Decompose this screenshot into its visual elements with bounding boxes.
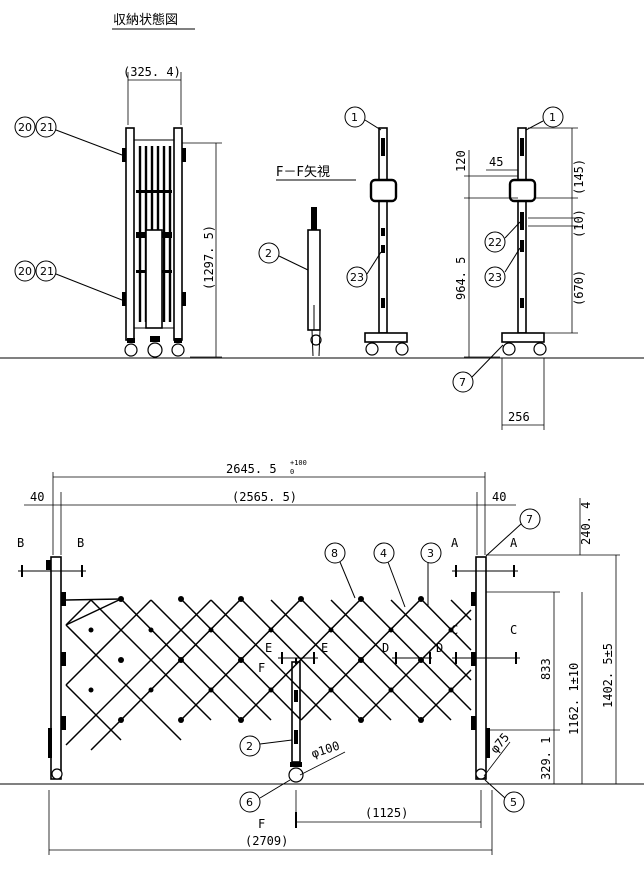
dim-1125: (1125) [365,806,408,820]
title-stowed-state: 収納状態図 [113,12,178,28]
dim-2645: 2645. 5 [226,462,277,476]
section-f-bottom: F [258,817,265,831]
dim-2645-tol-lower: 0 [290,468,294,476]
balloon-20-lower: 20 [18,265,32,278]
dim-2565: (2565. 5) [232,490,297,504]
dim-1162: 1162. 1±10 [567,663,581,735]
section-d-right: D [436,641,443,655]
section-c-left: C [451,623,458,637]
balloon-2-top: 2 [265,247,272,260]
section-f-top: F [258,661,265,675]
dim-phi75: φ75 [488,730,513,756]
balloon-2-bottom: 2 [246,740,253,753]
lattice-pivots [88,596,454,723]
dim-phi100: φ100 [310,739,342,761]
dim-329: 329. 1 [539,737,553,780]
dim-964: 964. 5 [454,257,468,300]
balloon-1-right: 1 [549,111,556,124]
balloon-6: 6 [246,796,253,809]
section-e-left: E [265,641,272,655]
dim-10: (10) [572,209,586,238]
dim-833: 833 [539,658,553,680]
dim-45: 45 [489,155,503,169]
balloon-5: 5 [510,796,517,809]
dim-325: (325. 4) [123,65,181,79]
balloon-3: 3 [427,547,434,560]
dim-120: 120 [454,150,468,172]
balloon-21-upper: 21 [40,121,54,134]
section-f-view: F－F矢視 2 [258,165,356,357]
dim-1297: (1297. 5) [202,225,216,290]
section-d-left: D [382,641,389,655]
dim-1402: 1402. 5±5 [601,643,615,708]
side-view-right: 120 964. 5 45 (145) (10) (670) 256 1 22 … [452,106,586,430]
balloon-21-lower: 21 [40,265,54,278]
balloon-23-left: 23 [350,271,364,284]
section-b-left: B [17,536,24,550]
extended-front-view: 2645. 5 +100 0 (2565. 5) 40 40 [17,459,620,855]
balloon-23-right: 23 [488,271,502,284]
balloon-7-top: 7 [459,376,466,389]
dim-2709: (2709) [245,834,288,848]
balloon-8: 8 [331,547,338,560]
balloon-22: 22 [488,236,502,249]
folded-front-view: (325. 4) (1297. 5) [14,65,222,358]
dim-40-right: 40 [492,490,506,504]
balloon-4: 4 [380,547,387,560]
dim-40-left: 40 [30,490,44,504]
section-e-right: E [321,641,328,655]
section-c-right: C [510,623,517,637]
side-view-left: 1 23 [344,106,409,356]
balloon-1-left: 1 [351,111,358,124]
dim-2645-tol-upper: +100 [290,459,307,467]
balloon-7-bottom: 7 [526,513,533,526]
dim-145: (145) [572,159,586,195]
section-label: F－F矢視 [276,165,330,180]
section-a-right: A [510,536,518,550]
dim-670: (670) [572,270,586,306]
dim-240: 240. 4 [579,502,593,545]
section-b-right: B [77,536,84,550]
section-a-left: A [451,536,459,550]
balloon-20-upper: 20 [18,121,32,134]
dim-256: 256 [508,410,530,424]
